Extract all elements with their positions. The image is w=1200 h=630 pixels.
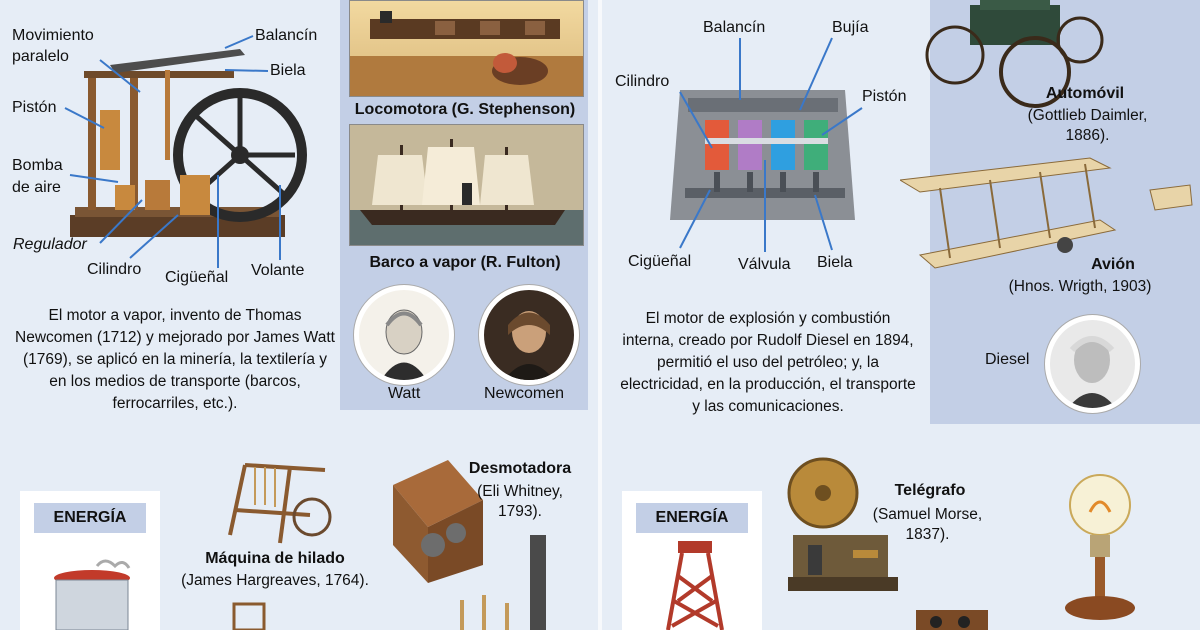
boiling-pot-icon bbox=[54, 559, 131, 630]
energy-tag-left: ENERGÍA bbox=[34, 503, 146, 533]
power-tower-icon bbox=[666, 541, 724, 630]
telegraph-illustration bbox=[787, 457, 898, 591]
spinning-jenny-illustration bbox=[228, 463, 332, 544]
label-cilindro-right: Cilindro bbox=[615, 73, 670, 90]
label-volante: Volante bbox=[251, 262, 305, 279]
steamship-painting bbox=[349, 124, 584, 246]
combustion-engine-description: El motor de explosión y combustión inter… bbox=[620, 310, 916, 415]
combustion-engine-callouts bbox=[679, 37, 863, 252]
automobile-title: Automóvil bbox=[1045, 85, 1125, 102]
wright-airplane-illustration bbox=[900, 157, 1193, 269]
label-bujia: Bujía bbox=[832, 19, 869, 36]
energy-box-right: ENERGÍA bbox=[622, 491, 762, 630]
label-regulador: Regulador bbox=[13, 236, 87, 253]
cotton-gin-illustration bbox=[393, 460, 483, 583]
wooden-frame-illustration bbox=[232, 602, 266, 630]
label-bomba-de-aire: Bomba de aire bbox=[12, 157, 63, 196]
panel-divider bbox=[598, 0, 602, 630]
daimler-car-illustration bbox=[925, 0, 1104, 108]
energy-box-left: ENERGÍA bbox=[20, 491, 160, 630]
cotton-gin-detail: (Eli Whitney, 1793). bbox=[477, 483, 563, 520]
telegraph-detail: (Samuel Morse, 1837). bbox=[872, 506, 983, 543]
airplane-title: Avión bbox=[1091, 256, 1135, 273]
telephone-illustration bbox=[916, 610, 988, 630]
label-balancin: Balancín bbox=[255, 27, 318, 44]
label-valvula: Válvula bbox=[738, 256, 791, 273]
label-piston: Pistón bbox=[12, 99, 57, 116]
label-biela-right: Biela bbox=[817, 254, 853, 271]
diesel-label: Diesel bbox=[985, 351, 1030, 368]
watt-portrait bbox=[354, 285, 454, 385]
newcomen-label: Newcomen bbox=[484, 385, 565, 402]
factory-chimney-illustration bbox=[460, 535, 546, 630]
label-cilindro: Cilindro bbox=[87, 261, 142, 278]
label-movimiento-paralelo: Movimiento paralelo bbox=[12, 27, 94, 65]
steam-engine-description: El motor a vapor, invento de Thomas Newc… bbox=[15, 307, 335, 412]
label-piston-right: Pistón bbox=[862, 88, 907, 105]
light-bulb-illustration bbox=[1065, 474, 1135, 620]
newcomen-portrait bbox=[479, 285, 579, 385]
watt-label: Watt bbox=[388, 385, 421, 402]
telegraph-title: Telégrafo bbox=[894, 482, 966, 499]
automobile-detail: (Gottlieb Daimler, 1886). bbox=[1027, 107, 1148, 144]
locomotive-painting bbox=[349, 0, 584, 97]
spinning-machine-detail: (James Hargreaves, 1764). bbox=[181, 572, 369, 589]
label-balancin-right: Balancín bbox=[703, 19, 766, 36]
spinning-machine-title: Máquina de hilado bbox=[205, 550, 345, 567]
steam-engine-illustration bbox=[70, 45, 310, 245]
energy-tag-right: ENERGÍA bbox=[636, 503, 748, 533]
label-biela: Biela bbox=[270, 62, 306, 79]
steamship-caption: Barco a vapor (R. Fulton) bbox=[369, 254, 561, 271]
cotton-gin-title: Desmotadora bbox=[468, 460, 572, 477]
label-ciguenal-right: Cigüeñal bbox=[628, 253, 692, 270]
diesel-portrait bbox=[1045, 315, 1140, 413]
steam-engine-callouts bbox=[64, 35, 281, 268]
label-ciguenal: Cigüeñal bbox=[165, 269, 229, 286]
airplane-detail: (Hnos. Wrigth, 1903) bbox=[1008, 278, 1152, 295]
locomotive-caption: Locomotora (G. Stephenson) bbox=[354, 101, 576, 118]
